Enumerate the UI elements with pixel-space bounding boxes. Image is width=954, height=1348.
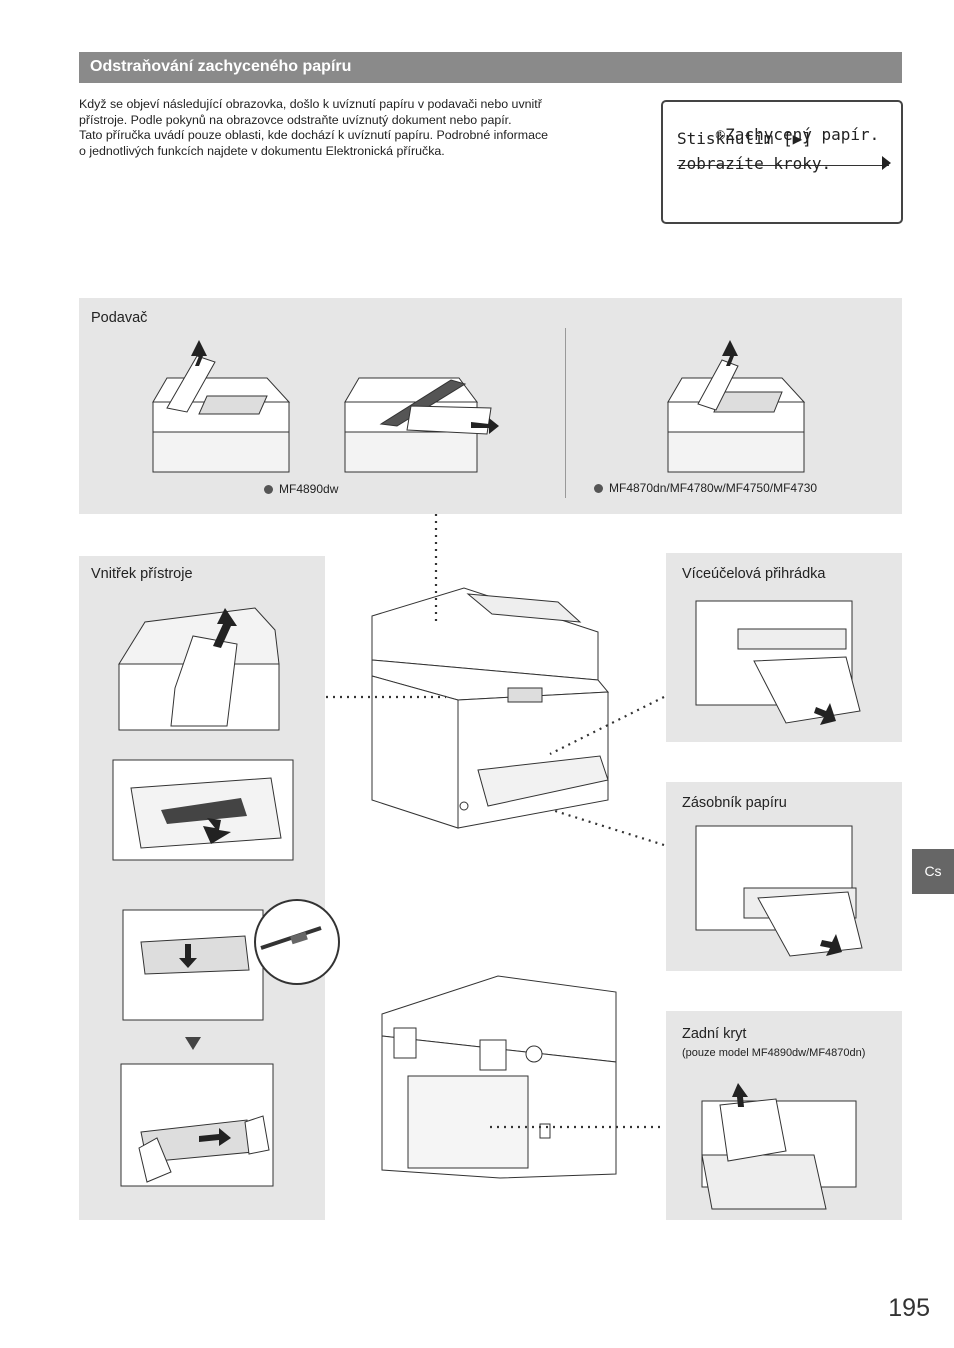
feeder-panel: Podavač MF4890dw MF4870dn/MF4780w/MF4750… — [79, 298, 902, 514]
feeder-jam-illustration-3 — [667, 340, 806, 473]
lcd-line-2: Stisknutím [▶] — [677, 129, 812, 148]
printer-front-illustration — [371, 587, 610, 829]
model-text: MF4870dn/MF4780w/MF4750/MF4730 — [609, 481, 818, 495]
rear-cover-panel: Zadní kryt (pouze model MF4890dw/MF4870d… — [666, 1011, 902, 1220]
rear-cover-note: (pouze model MF4890dw/MF4870dn) — [682, 1047, 866, 1059]
paper-jam-icon: ✇ — [715, 125, 726, 144]
model-label-right: MF4870dn/MF4780w/MF4750/MF4730 — [594, 481, 817, 495]
multipurpose-tray-panel: Víceúčelová přihrádka — [666, 553, 902, 742]
feeder-jam-illustration-2 — [344, 377, 499, 473]
multipurpose-tray-label: Víceúčelová přihrádka — [682, 566, 826, 582]
rear-jam-illustration — [701, 1083, 857, 1210]
feeder-jam-illustration-1 — [152, 340, 291, 473]
section-title-bar: Odstraňování zachyceného papíru — [79, 52, 902, 83]
right-arrow-icon — [882, 156, 891, 170]
inside-jam-illustration-2 — [112, 759, 294, 861]
language-tab: Cs — [912, 849, 954, 894]
paper-drawer-panel: Zásobník papíru — [666, 782, 902, 971]
lcd-screen: ✇Zachycený papír. Stisknutím [▶] zobrazí… — [661, 100, 903, 224]
feeder-label: Podavač — [91, 310, 148, 326]
model-text: MF4890dw — [279, 482, 339, 496]
inside-jam-illustration-1 — [118, 607, 280, 731]
lcd-message: Zachycený papír. — [725, 125, 880, 144]
intro-line: o jednotlivých funkcích najdete v dokume… — [79, 143, 445, 158]
printer-rear-illustration — [381, 975, 617, 1179]
lcd-line-3: zobrazíte kroky. — [677, 154, 832, 173]
inside-label: Vnitřek přístroje — [91, 566, 193, 582]
section-title: Odstraňování zachyceného papíru — [90, 58, 352, 75]
inside-jam-illustration-3 — [122, 899, 340, 1021]
intro-line: přístroje. Podle pokynů na obrazovce ods… — [79, 112, 512, 127]
inside-panel: Vnitřek přístroje — [79, 556, 340, 1220]
page-number: 195 — [888, 1294, 930, 1322]
rear-cover-label: Zadní kryt — [682, 1026, 747, 1042]
panel-divider — [565, 328, 566, 498]
inside-jam-illustration-4 — [120, 1063, 274, 1187]
paper-drawer-label: Zásobník papíru — [682, 795, 787, 811]
intro-line: Tato příručka uvádí pouze oblasti, kde d… — [79, 128, 549, 142]
model-label-left: MF4890dw — [264, 482, 338, 496]
arrow-down-icon — [185, 1037, 201, 1050]
intro-text: Když se objeví následující obrazovka, do… — [79, 97, 639, 159]
intro-line: Když se objeví následující obrazovka, do… — [79, 97, 542, 111]
drawer-jam-illustration — [695, 825, 863, 957]
language-tab-label: Cs — [924, 863, 942, 879]
bullet-icon — [594, 484, 603, 494]
bullet-icon — [264, 485, 273, 495]
lcd-line-1: ✇Zachycený papír. — [677, 106, 889, 166]
multipurpose-jam-illustration — [695, 600, 861, 725]
